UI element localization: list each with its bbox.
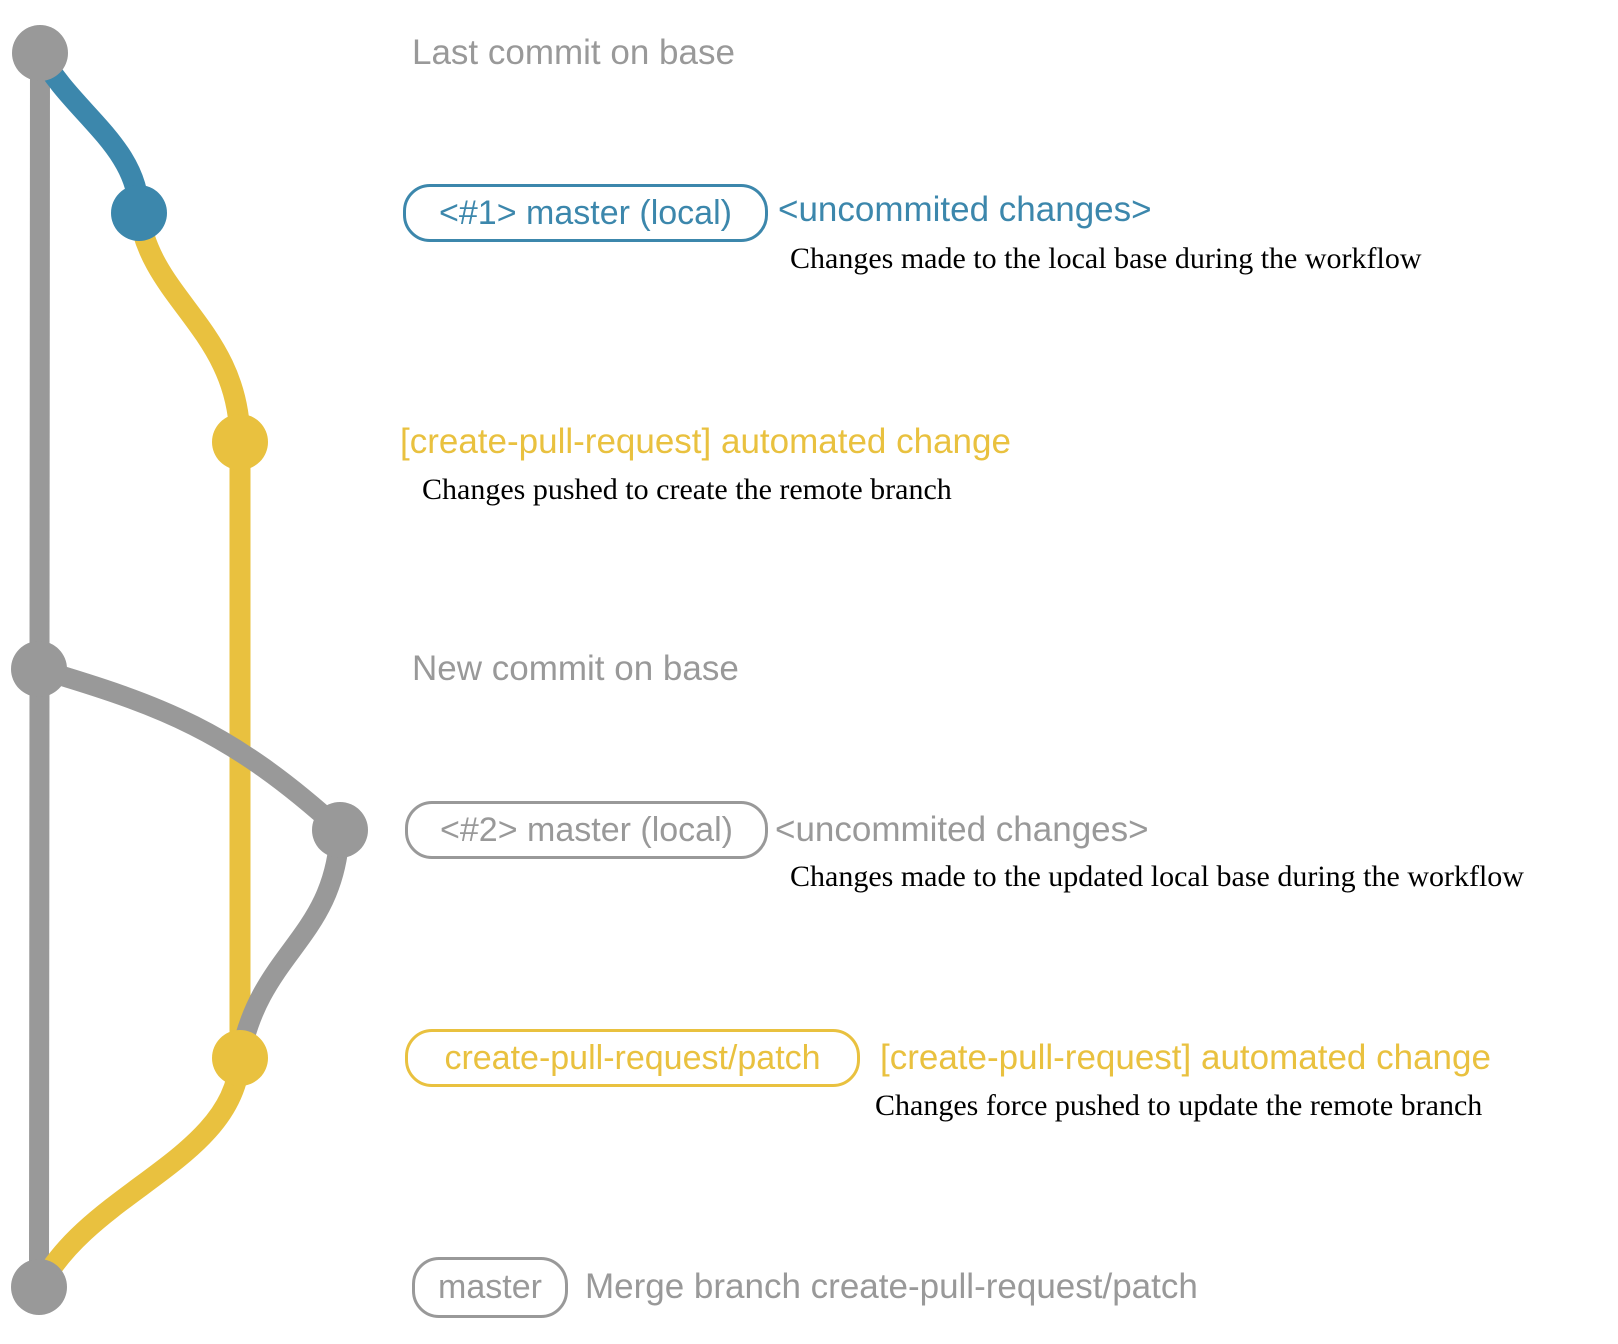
commit-node-patch-1 xyxy=(212,414,268,470)
label-automated-change-1: [create-pull-request] automated change xyxy=(400,422,1011,461)
commit-node-last-base xyxy=(12,25,68,81)
commit-node-local-2 xyxy=(312,802,368,858)
badge-master-local-2: <#2> master (local) xyxy=(405,801,768,859)
commit-node-merge xyxy=(11,1259,67,1315)
badge-create-pull-request-patch: create-pull-request/patch xyxy=(405,1029,860,1087)
label-uncommited-changes-1: <uncommited changes> xyxy=(778,190,1152,229)
desc-push-create-remote: Changes pushed to create the remote bran… xyxy=(422,473,952,506)
commit-node-local-1 xyxy=(111,185,167,241)
label-merge-branch: Merge branch create-pull-request/patch xyxy=(585,1267,1198,1306)
label-new-commit-on-base: New commit on base xyxy=(412,649,739,688)
desc-local-changes-1: Changes made to the local base during th… xyxy=(790,242,1422,275)
desc-local-changes-2: Changes made to the updated local base d… xyxy=(790,860,1524,893)
commit-node-patch-2 xyxy=(212,1030,268,1086)
local-master-1-line xyxy=(29,42,150,224)
badge-master-local-1: <#1> master (local) xyxy=(403,184,768,242)
label-automated-change-2: [create-pull-request] automated change xyxy=(880,1038,1491,1077)
local-master-2-line xyxy=(29,659,351,1068)
label-uncommited-changes-2: <uncommited changes> xyxy=(775,810,1149,849)
badge-master: master xyxy=(412,1257,568,1318)
commit-node-new-base xyxy=(11,641,67,697)
label-last-commit-on-base: Last commit on base xyxy=(412,33,735,72)
patch-branch-line xyxy=(29,202,251,1298)
desc-force-push-remote: Changes force pushed to update the remot… xyxy=(875,1089,1483,1122)
